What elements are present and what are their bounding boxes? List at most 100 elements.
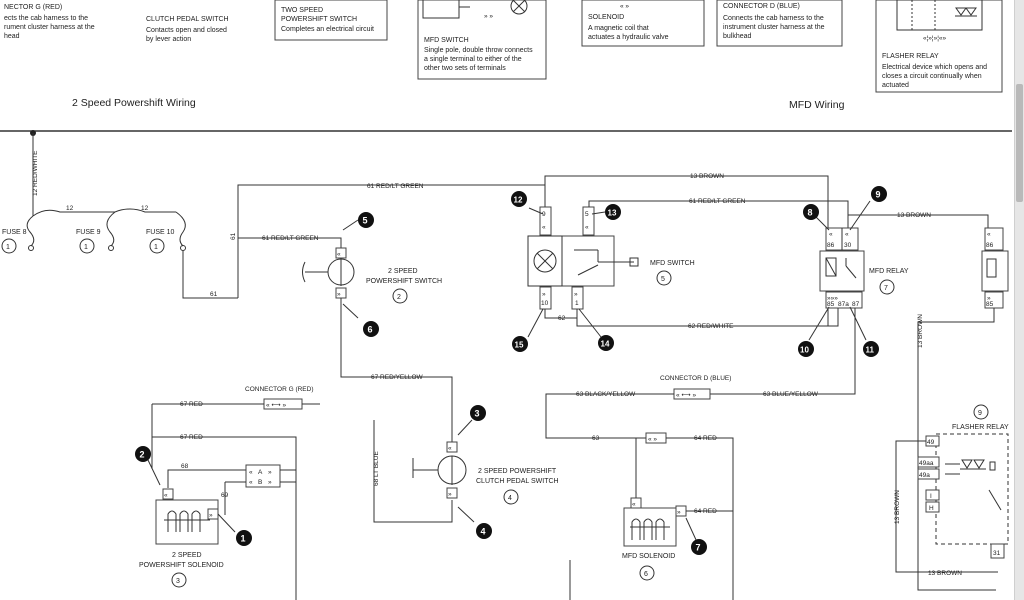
svg-text:» »: » » [484,13,493,20]
terminal-85: 85 [827,301,835,308]
callout-8: 8 [808,208,813,218]
callout-10: 10 [800,346,809,355]
mfd-relay: « « 86 30 »»» 85 87a 87 MFD RELAY 7 [819,227,909,309]
wire-label-13-brown-vertical: 13 BROWN [917,314,924,348]
svg-text:« »: « » [648,436,657,443]
fuse-9-label: FUSE 9 [76,229,101,236]
section-title-right: MFD Wiring [789,99,845,111]
svg-text:« ⟷ »: « ⟷ » [676,392,697,399]
solenoid-3-label-2: POWERSHIFT SOLENOID [139,562,224,569]
section-title-left: 2 Speed Powershift Wiring [72,97,196,109]
terminal-87a: 87a [838,301,849,308]
legend-two-speed-title-1: TWO SPEED [281,7,323,14]
terminal-30: 30 [844,242,852,249]
legend-mfd-switch-desc-3: other two sets of terminals [424,65,506,72]
svg-text:»: » [448,491,452,498]
mfd-solenoid: « » MFD SOLENOID 6 [622,438,687,581]
wire-label-68: 68 [181,463,189,470]
svg-text:«¦»¦»¦«»: «¦»¦»¦«» [923,35,947,42]
callout-5: 5 [363,216,368,226]
wire-label-61-top: 61 RED/LT GREEN [367,183,424,190]
wire-label-12-a: 12 [66,205,74,212]
two-speed-powershift-switch: « » 2 SPEED POWERSHIFT SWITCH 2 [302,247,442,304]
callout-2: 2 [140,450,145,460]
legend-connector-g-desc-1: ects the cab harness to the [4,15,88,22]
mfd-switch-5-number: 5 [661,276,665,283]
connector-g: CONNECTOR G (RED) « ⟷ » 67 RED [151,386,320,469]
solenoid-3-number: 3 [176,578,180,585]
callout-14: 14 [601,340,610,349]
wire-label-13-brown-bottom: 13 BROWN [928,570,962,577]
legend-clutch-title: CLUTCH PEDAL SWITCH [146,16,229,23]
callout-7: 7 [696,543,701,553]
mfd-relay-7-label: MFD RELAY [869,268,909,275]
legend-two-speed-switch: TWO SPEED POWERSHIFT SWITCH Completes an… [274,0,388,41]
callout-15: 15 [515,341,524,350]
switch-2-label-1: 2 SPEED [388,268,418,275]
callout-4: 4 [481,527,486,537]
right-relay-partial: « 86 » 85 [981,227,1009,309]
legend-connector-d-desc-3: bulkhead [723,33,752,40]
legend-flasher-desc-3: actuated [882,82,909,89]
solenoid-3-label-1: 2 SPEED [172,552,202,559]
terminal-5: 5 [585,211,589,218]
wire-label-13-brown-vertical-2: 13 BROWN [894,490,901,524]
svg-text:»: » [337,291,341,298]
mfd-relay-7-number: 7 [884,285,888,292]
wire-label-61-vertical: 61 [230,232,237,240]
wire-label-67-red-a: 67 RED [180,401,203,408]
terminal-49aa: 49aa [919,460,934,467]
wire-label-63: 63 [592,435,600,442]
mfd-solenoid-6-label: MFD SOLENOID [622,553,675,560]
fuse-9-number: 1 [84,244,88,251]
svg-text:« ⟷ »: « ⟷ » [266,402,287,409]
legend-clutch-desc-1: Contacts open and closed [146,27,227,34]
svg-text:«: « [337,251,341,258]
svg-text:«: « [987,231,991,238]
legend-two-speed-desc: Completes an electrical circuit [281,26,374,33]
terminal-9: 9 [542,211,546,218]
connector-pin-b: B [258,479,262,486]
legend-flasher-relay: «¦»¦»¦«» FLASHER RELAY Electrical device… [875,0,1003,93]
clutch-4-label-1: 2 SPEED POWERSHIFT [478,468,557,475]
wire-label-12-red-white: 12 RED/WHITE [32,150,39,196]
fuse-8-number: 1 [6,244,10,251]
legend-solenoid-title: SOLENOID [588,14,624,21]
fuse-8-label: FUSE 8 [2,229,27,236]
legend-mfd-switch-title: MFD SWITCH [424,37,469,44]
wire-label-13-brown-top: 13 BROWN [690,173,724,180]
switch-2-number: 2 [397,294,401,301]
legend-connector-d-desc-2: instrument cluster harness at the [723,24,825,31]
connector-d-label: CONNECTOR D (BLUE) [660,375,731,382]
svg-text:»: » [209,512,213,519]
fuse-10-label: FUSE 10 [146,229,175,236]
terminal-1: 1 [575,300,579,307]
svg-text:»: » [268,479,272,486]
clutch-4-number: 4 [508,495,512,502]
svg-text:»: » [268,469,272,476]
legend-mfd-switch-desc-1: Single pole, double throw connects [424,47,533,54]
callout-9: 9 [876,190,881,200]
svg-text:«: « [542,224,546,231]
wire-label-12-b: 12 [141,205,149,212]
svg-text:«: « [448,445,452,452]
connector-g-label: CONNECTOR G (RED) [245,386,314,393]
terminal-86: 86 [827,242,835,249]
legend-connector-g-desc-3: head [4,33,20,40]
scrollbar-thumb[interactable] [1016,84,1023,202]
svg-text:»»»: »»» [827,295,838,302]
callout-12: 12 [514,196,523,205]
callouts: 1 2 3 4 5 6 7 8 9 10 11 12 13 14 15 [135,186,887,555]
callout-3: 3 [475,409,480,419]
mfd-switch-5-label: MFD SWITCH [650,260,695,267]
connector-pin-a: A [258,469,263,476]
flasher-9-label: FLASHER RELAY [952,424,1009,431]
wire-label-13-brown-right: 13 BROWN [897,212,931,219]
legend-solenoid: « » SOLENOID A magnetic coil that actuat… [581,0,705,47]
vertical-scrollbar[interactable] [1014,0,1024,600]
legend-mfd-switch-desc-2: a single terminal to either of the [424,56,522,63]
callout-6: 6 [368,325,373,335]
legend-connector-g-desc-2: rument cluster harness at the [4,24,95,31]
wire-label-68-lt-blue: 68 LT BLUE [373,451,380,486]
wire-label-61-mid: 61 RED/LT GREEN [262,235,319,242]
